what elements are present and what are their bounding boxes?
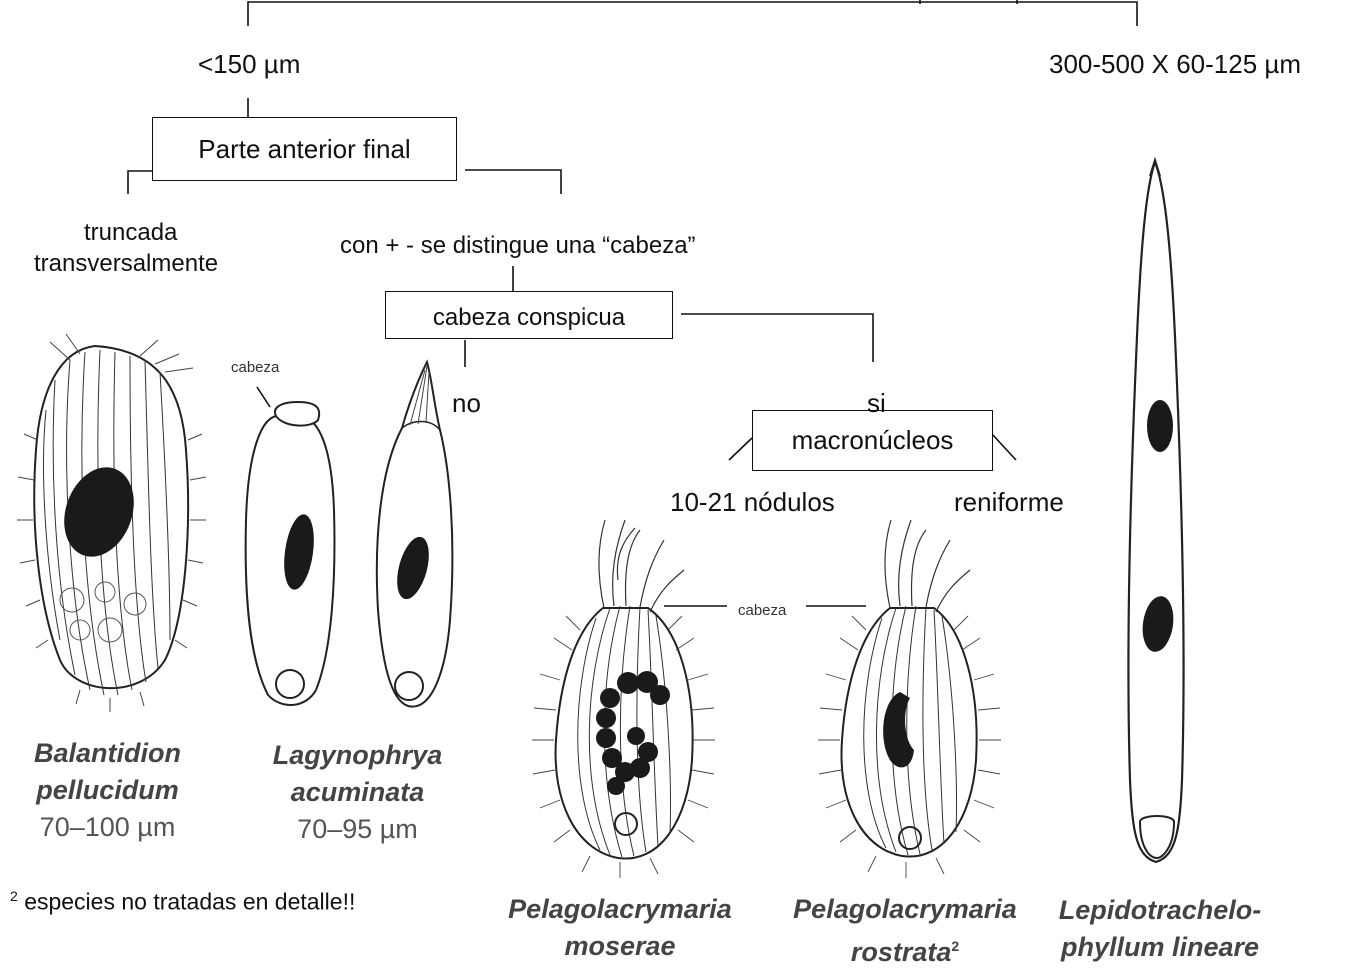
head-annotation-center: cabeza [738, 602, 786, 619]
branch-truncated-line2: transversalmente [34, 250, 218, 278]
species-name-line1: Lepidotrachelo- [1059, 895, 1262, 925]
lagynophrya-acuminata-illustration-headed [246, 402, 335, 705]
footnote: 2 especies no tratadas en detalle!! [10, 888, 355, 916]
species-lagynophrya-acuminata: Lagynophrya acuminata 70–95 µm [255, 737, 460, 848]
pelagolacrymaria-rostrata-illustration [818, 520, 1001, 878]
balantidion-pellucidum-illustration [17, 334, 206, 712]
species-size: 70–100 µm [10, 809, 205, 846]
species-lepidotrachelophyllum-lineare: Lepidotrachelo- phyllum lineare [1040, 892, 1280, 966]
species-pelagolacrymaria-moserae: Pelagolacrymaria moserae [495, 891, 745, 965]
macronuclei-box: macronúcleos [752, 410, 993, 471]
conspicuous-head-box: cabeza conspicua [385, 291, 673, 339]
branch-yes: si [867, 388, 886, 419]
species-name-line2: acuminata [291, 777, 425, 807]
macronuclei-label: macronúcleos [792, 425, 954, 456]
conspicuous-head-label: cabeza conspicua [433, 304, 625, 332]
head-annotation-left: cabeza [231, 359, 279, 376]
species-name-line2: pellucidum [36, 775, 179, 805]
species-name-line1: Pelagolacrymaria [508, 894, 732, 924]
anterior-end-box: Parte anterior final [152, 117, 457, 181]
species-name-line1: Balantidion [34, 738, 181, 768]
branch-head-distinguished: con + - se distingue una “cabeza” [340, 232, 696, 260]
branch-truncated-line1: truncada [84, 219, 177, 247]
species-footnote-marker: 2 [951, 938, 959, 954]
pelagolacrymaria-moserae-illustration [532, 520, 715, 878]
species-name-line2: phyllum lineare [1061, 932, 1259, 962]
lepidotrachelophyllum-lineare-illustration [1128, 160, 1183, 862]
branch-nodules: 10-21 nódulos [670, 487, 835, 518]
species-name-line1: Lagynophrya [273, 740, 443, 770]
species-name-line1: Pelagolacrymaria [793, 894, 1017, 924]
branch-reniform: reniforme [954, 487, 1064, 518]
footnote-text: especies no tratadas en detalle!! [24, 889, 355, 915]
anterior-end-label: Parte anterior final [198, 134, 410, 165]
lagynophrya-acuminata-illustration-pointed [377, 362, 453, 707]
species-pelagolacrymaria-rostrata: Pelagolacrymaria rostrata2 [780, 891, 1030, 971]
size-label-large: 300-500 X 60-125 µm [1049, 49, 1301, 80]
size-label-small: <150 µm [198, 49, 300, 80]
branch-no: no [452, 388, 481, 419]
species-name-line2: rostrata [851, 937, 952, 967]
species-size: 70–95 µm [255, 811, 460, 848]
footnote-marker: 2 [10, 888, 18, 904]
species-name-line2: moserae [564, 931, 675, 961]
species-balantidion-pellucidum: Balantidion pellucidum 70–100 µm [10, 735, 205, 846]
